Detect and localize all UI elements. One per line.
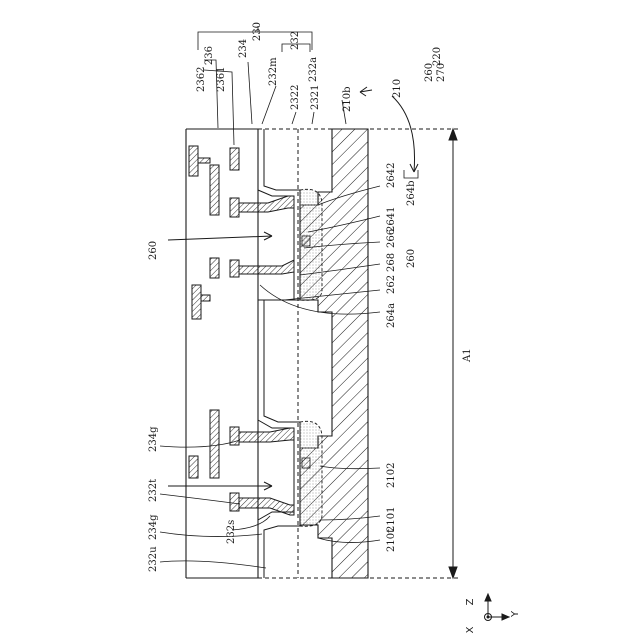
- label-A1: A1: [462, 348, 473, 363]
- label-266: 266: [386, 229, 397, 248]
- label-264b: 264b: [406, 181, 417, 207]
- label-2101: 2101: [386, 507, 397, 532]
- via-contacts: [239, 196, 294, 515]
- axis-label-y: Y: [510, 610, 521, 618]
- label-232a: 232a: [308, 57, 319, 82]
- label-236: 236: [204, 46, 215, 65]
- label-2322: 2322: [290, 85, 301, 110]
- label-2102: 2102: [386, 463, 397, 488]
- label-262: 262: [386, 275, 397, 294]
- label-234g-lower: 234g: [148, 514, 159, 540]
- doped-region-lower: [300, 421, 322, 526]
- label-2321: 2321: [310, 85, 321, 110]
- axis-label-x: X: [465, 626, 476, 633]
- label-2642: 2642: [386, 163, 397, 188]
- label-232t: 232t: [148, 479, 159, 502]
- label-260-mid: 260: [406, 249, 417, 268]
- label-264a: 264a: [386, 303, 397, 328]
- label-2362: 2362: [196, 67, 207, 92]
- label-234g-upper: 234g: [148, 426, 159, 452]
- axis-label-z: Z: [465, 598, 476, 605]
- stack-outline: [186, 129, 258, 578]
- label-232: 232: [290, 31, 301, 50]
- label-232s: 232s: [226, 520, 237, 544]
- interconnect-236: [189, 146, 219, 478]
- label-2361: 2361: [216, 67, 227, 92]
- label-210: 210: [392, 79, 403, 98]
- label-234: 234: [238, 39, 249, 58]
- electrodes: [230, 148, 239, 511]
- label-2641: 2641: [386, 207, 397, 232]
- label-230: 230: [252, 22, 263, 41]
- channel-266-lower: [302, 458, 310, 468]
- label-260: 260: [148, 241, 159, 260]
- label-268: 268: [386, 253, 397, 272]
- label-220: 220: [432, 47, 443, 66]
- dimension-a1: [449, 129, 457, 578]
- label-210b: 210b: [342, 87, 353, 113]
- label-232u: 232u: [148, 546, 159, 572]
- coordinate-axes: [485, 594, 510, 621]
- channel-266: [302, 236, 310, 246]
- label-232m: 232m: [268, 57, 279, 86]
- label-210t: 210t: [386, 529, 397, 552]
